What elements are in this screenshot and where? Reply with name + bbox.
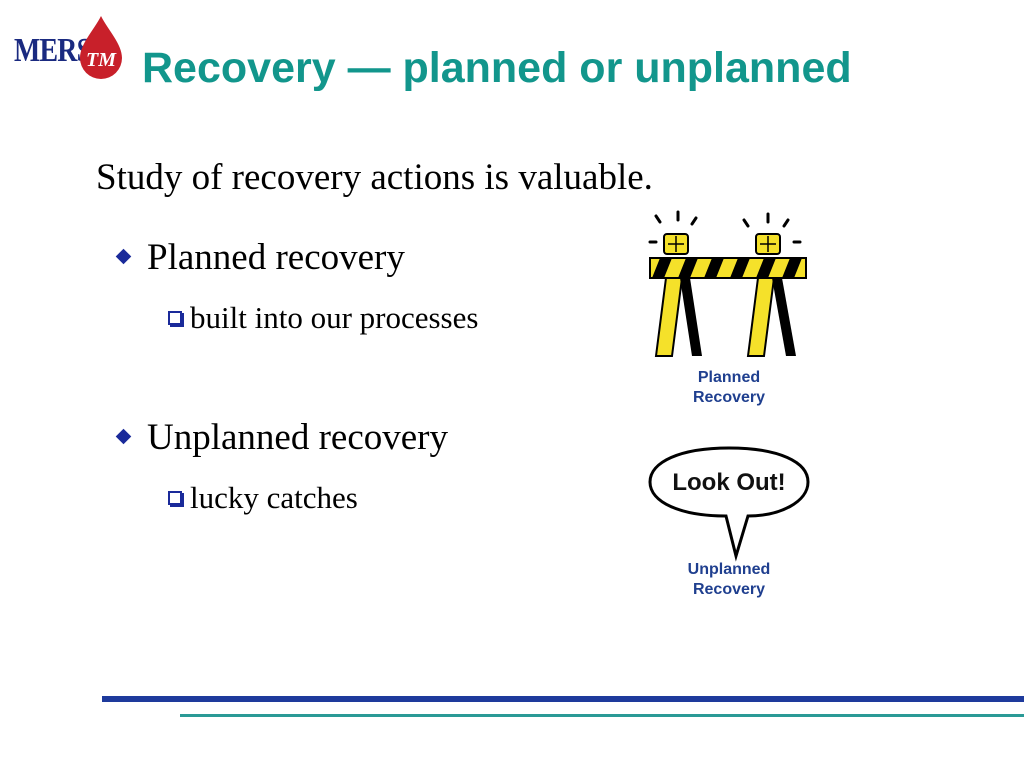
sub-bullet-unplanned: lucky catches [168,480,358,516]
bullet-label: Planned recovery [147,237,405,278]
footer-rule-primary [102,696,1024,702]
planned-recovery-label: Planned Recovery [692,369,766,406]
slide-title: Recovery — planned or unplanned [142,44,852,92]
bullet-unplanned: Unplanned recovery [115,416,449,459]
sub-bullet-planned: built into our processes [168,300,478,336]
barricade-illustration [648,210,807,357]
diamond-icon [115,428,132,445]
diamond-icon [115,248,132,265]
logo-text: MERS [14,32,92,69]
bullet-label: Unplanned recovery [147,417,449,458]
box-icon [168,490,182,505]
footer-rule-secondary [180,714,1024,717]
logo-script: TM [86,49,117,71]
sub-bullet-label: lucky catches [190,480,358,515]
blood-drop-icon: TM [80,16,122,79]
unplanned-recovery-label: Unplanned Recovery [687,561,771,598]
sub-bullet-label: built into our processes [190,300,479,335]
bubble-text: Look Out! [672,469,785,496]
speech-bubble-illustration: Look Out! [648,446,810,562]
mers-logo: MERS TM [12,14,124,80]
intro-text: Study of recovery actions is valuable. [96,157,653,198]
bullet-planned: Planned recovery [115,236,405,279]
box-icon [168,310,182,325]
